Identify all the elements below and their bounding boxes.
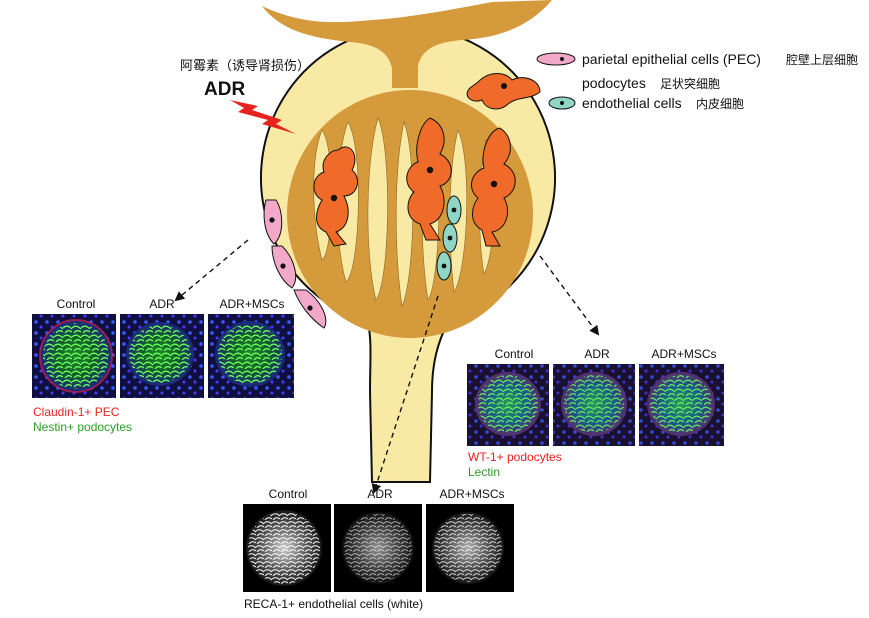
right-caption-red: WT-1+ podocytes — [468, 450, 562, 464]
bottom-panel-label-2: ADR — [367, 487, 393, 501]
pec-nuclei — [269, 217, 313, 311]
bottom-panel-label-1: Control — [269, 487, 308, 501]
right-image-adr-mscs — [639, 364, 724, 446]
bottom-image-adr-mscs — [426, 504, 514, 592]
pec-legend-swatch — [536, 52, 576, 66]
drug-abbrev-label: ADR — [204, 79, 245, 100]
arrow-to-bottom-panels — [371, 295, 439, 494]
left-image-adr-mscs — [208, 314, 294, 398]
right-image-control — [467, 364, 549, 446]
legend-podocyte-chinese: 足状突细胞 — [660, 76, 720, 91]
podocyte-nuclei — [330, 83, 507, 202]
legend-podocyte-english: podocytes — [582, 75, 646, 91]
right-caption-green: Lectin — [468, 465, 500, 479]
left-panel-label-1: Control — [57, 297, 96, 311]
left-panel-group: Control ADR ADR+MSCs Claudin-1+ PEC Nest… — [32, 297, 294, 434]
left-image-adr — [120, 314, 204, 398]
bottom-caption: RECA-1+ endothelial cells (white) — [244, 597, 423, 611]
legend-item-podocyte: podocytes 足状突细胞 — [582, 75, 720, 91]
arrow-to-right-panels — [539, 255, 600, 336]
legend-endothelial-chinese: 内皮细胞 — [696, 97, 744, 111]
legend-endothelial-english: endothelial cells — [582, 95, 682, 111]
bottom-panel-label-3: ADR+MSCs — [439, 487, 504, 501]
pointer-arrows — [174, 239, 600, 494]
right-panel-label-2: ADR — [584, 347, 610, 361]
arrow-to-left-panels — [174, 239, 249, 302]
right-image-adr — [553, 364, 635, 446]
legend-item-endothelial: endothelial cells 内皮细胞 — [548, 95, 744, 111]
drug-chinese-label: 阿霉素（诱导肾损伤） — [180, 58, 310, 73]
legend: parietal epithelial cells (PEC) 腔壁上层细胞 p… — [536, 51, 858, 111]
legend-pec-chinese: 腔壁上层细胞 — [786, 52, 858, 67]
left-caption-green: Nestin+ podocytes — [33, 420, 132, 434]
bottom-image-control — [243, 504, 331, 592]
left-panel-label-3: ADR+MSCs — [219, 297, 284, 311]
bottom-image-adr — [334, 504, 422, 592]
left-panel-label-2: ADR — [149, 297, 175, 311]
right-panel-group: Control ADR ADR+MSCs WT-1+ podocytes Lec… — [467, 347, 724, 479]
bottom-panel-group: Control ADR ADR+MSCs RECA-1+ endothelial… — [243, 487, 514, 611]
right-panel-label-1: Control — [495, 347, 534, 361]
legend-item-pec: parietal epithelial cells (PEC) 腔壁上层细胞 — [536, 51, 858, 67]
arteriole — [262, 0, 552, 88]
right-panel-label-3: ADR+MSCs — [651, 347, 716, 361]
legend-pec-english: parietal epithelial cells (PEC) — [582, 51, 761, 67]
lightning-bolt-icon — [230, 100, 296, 134]
endothelial-nuclei — [441, 207, 457, 269]
left-image-control — [32, 314, 116, 398]
left-caption-red: Claudin-1+ PEC — [33, 405, 120, 419]
